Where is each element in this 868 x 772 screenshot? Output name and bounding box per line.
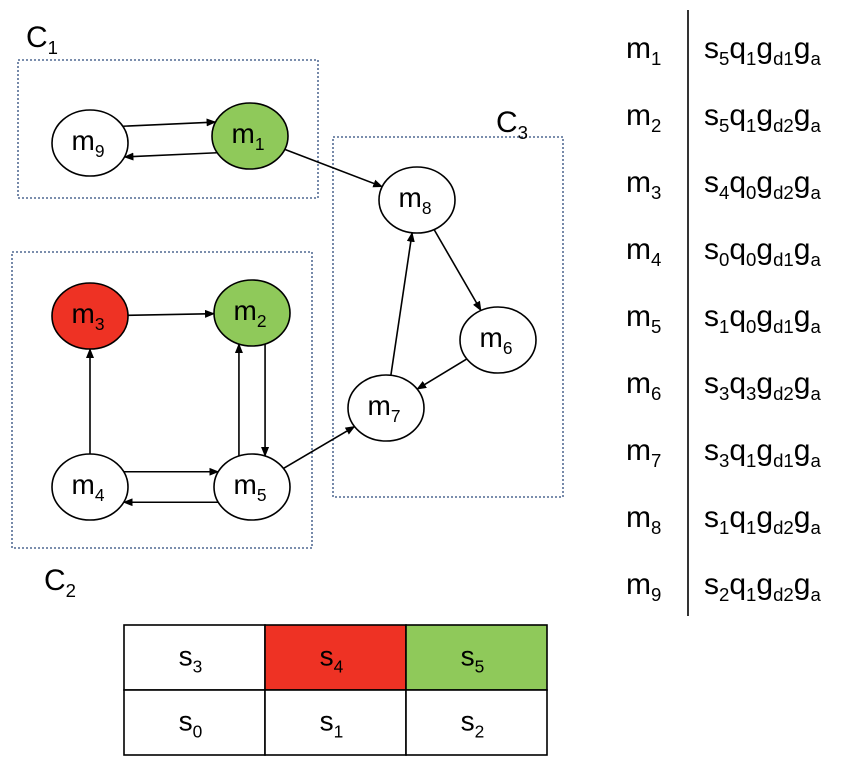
mapping-row: m2 s5​q1​gd2​ga​ [626, 99, 821, 136]
node-m5: m5 [213, 453, 291, 521]
mapping-value: s1​q1​gd2​ga​ [704, 501, 821, 538]
node-label-m6: m6 [480, 322, 513, 358]
mapping-value: s4​q0​gd2​ga​ [704, 166, 821, 203]
mapping-node-m3: m3 [626, 166, 661, 203]
node-label-m3: m3 [72, 298, 105, 334]
node-m4: m4 [51, 453, 129, 521]
node-m7: m7 [347, 374, 425, 442]
node-label-m4: m4 [72, 469, 105, 505]
edge-m1-to-m9 [123, 151, 218, 161]
node-mapping-list: m1 s5​q1​gd1​ga​ m2 s5​q1​gd2​ga​ m3 s4​q0​gd… [626, 10, 821, 616]
mapping-row: m3 s4​q0​gd2​ga​ [626, 166, 821, 203]
mapping-node-m5: m5 [626, 300, 661, 337]
state-cell-box [123, 689, 266, 756]
mapping-value: s3​q1​gd1​ga​ [704, 434, 821, 471]
mapping-value: s5​q1​gd2​ga​ [704, 99, 821, 136]
cluster-box-c1 [17, 59, 319, 199]
state-cell-box [264, 689, 407, 756]
edge-m3-to-m2 [127, 309, 216, 318]
cluster-label-c2: C2 [44, 564, 76, 601]
mapping-row: m5 s1​q0​gd1​ga​ [626, 300, 821, 337]
state-cell-s3: s3 [123, 624, 266, 691]
state-cell-s4: s4 [264, 624, 407, 691]
node-m2: m2 [213, 279, 291, 347]
state-cell-label: s4 [320, 641, 344, 677]
node-circle-m5 [213, 453, 291, 521]
nodes: m1 m2 m3 m4 m5 m6 m7 m8 m9 [51, 102, 537, 521]
mapping-row: m7 s3​q1​gd1​ga​ [626, 434, 821, 471]
mapping-value: s3​q3​gd2​ga​ [704, 367, 821, 404]
state-cell-label: s5 [461, 641, 485, 677]
state-cell-label: s3 [179, 641, 203, 677]
node-label-m8: m8 [399, 182, 432, 218]
state-cell-label: s2 [461, 706, 485, 742]
mapping-row: m1 s5​q1​gd1​ga​ [626, 32, 821, 69]
mapping-node-m8: m8 [626, 501, 661, 538]
node-m9: m9 [51, 109, 129, 177]
mapping-node-m6: m6 [626, 367, 661, 404]
mapping-row: m8 s1​q1​gd2​ga​ [626, 501, 821, 538]
edge-m9-to-m1 [122, 118, 217, 128]
state-cell-s2: s2 [405, 689, 548, 756]
state-cell-box [405, 689, 548, 756]
mapping-value: s2​q1​gd2​ga​ [704, 568, 821, 605]
node-m8: m8 [378, 166, 456, 234]
edge-m7-to-m8 [390, 231, 415, 376]
node-label-m5: m5 [234, 469, 267, 505]
state-cell-label: s1 [320, 706, 344, 742]
node-m1: m1 [211, 102, 289, 170]
node-label-m1: m1 [232, 118, 265, 154]
mapping-node-m1: m1 [626, 32, 661, 69]
mapping-node-m2: m2 [626, 99, 661, 136]
cluster-label-c1: C1 [26, 21, 58, 58]
edges [86, 118, 482, 507]
node-m6: m6 [459, 306, 537, 374]
node-label-m7: m7 [368, 390, 401, 426]
cluster-box-c2 [11, 251, 313, 549]
state-cell-label: s0 [179, 706, 203, 742]
edge-m1-to-m8 [284, 148, 384, 188]
mapping-row: m4 s0​q0​gd1​ga​ [626, 233, 821, 270]
node-circle-m1 [211, 102, 289, 170]
edge-m5-to-m7 [283, 425, 356, 470]
cluster-box-c3 [332, 136, 564, 498]
mapping-row: m6 s3​q3​gd2​ga​ [626, 367, 821, 404]
mapping-value: s0​q0​gd1​ga​ [704, 233, 821, 270]
node-circle-m2 [213, 279, 291, 347]
state-grid: s3 s4 s5 s0 s1 s2 [123, 624, 548, 756]
state-cell-s0: s0 [123, 689, 266, 756]
node-circle-m9 [51, 109, 129, 177]
state-cell-s5: s5 [405, 624, 548, 691]
mapping-value: s1​q0​gd1​ga​ [704, 300, 821, 337]
mapping-node-m9: m9 [626, 568, 661, 605]
state-cell-s1: s1 [264, 689, 407, 756]
node-circle-m8 [378, 166, 456, 234]
node-circle-m7 [347, 374, 425, 442]
edge-m8-to-m6 [433, 229, 482, 312]
node-circle-m6 [459, 306, 537, 374]
mapping-row: m9 s2​q1​gd2​ga​ [626, 568, 821, 605]
node-label-m9: m9 [72, 125, 105, 161]
node-m3: m3 [51, 282, 129, 350]
node-circle-m3 [51, 282, 129, 350]
mapping-node-m4: m4 [626, 233, 661, 270]
node-label-m2: m2 [234, 295, 267, 331]
state-cell-box [405, 624, 548, 691]
mapping-node-m7: m7 [626, 434, 661, 471]
node-circle-m4 [51, 453, 129, 521]
edge-m6-to-m7 [416, 358, 468, 390]
state-cell-box [264, 624, 407, 691]
mapping-value: s5​q1​gd1​ga​ [704, 32, 821, 69]
cluster-label-c3: C3 [496, 106, 528, 143]
